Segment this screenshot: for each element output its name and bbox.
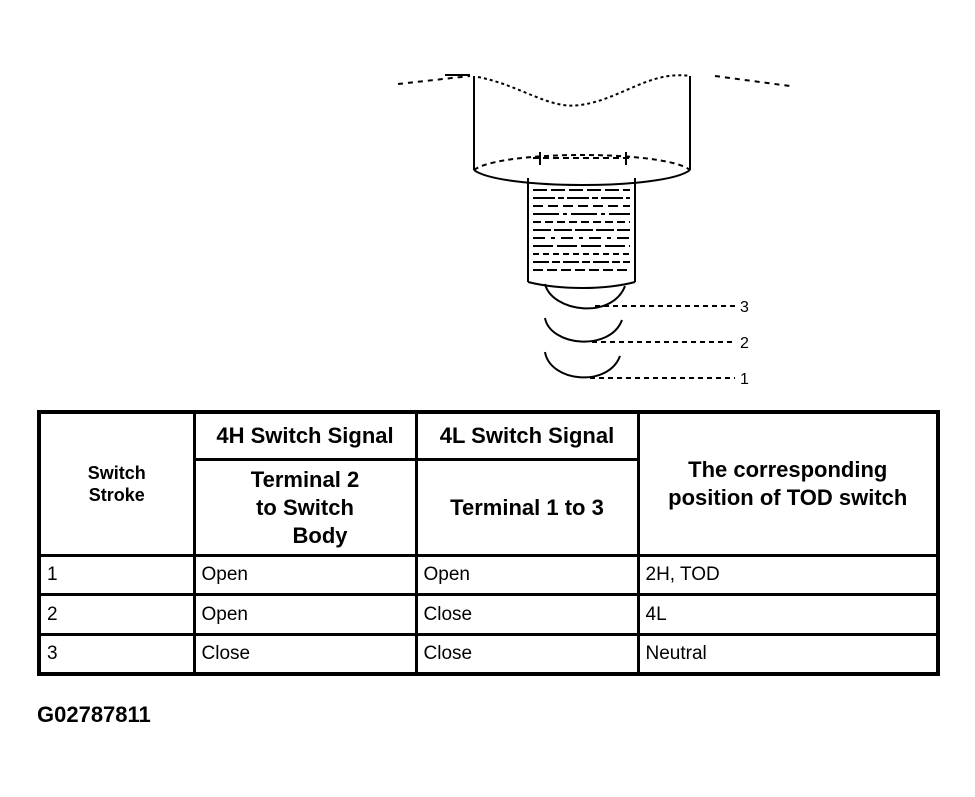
table-row: 3 Close Close Neutral	[37, 632, 940, 676]
header-4h-switch-signal: 4H Switch Signal	[192, 410, 418, 462]
plunger-position-2	[544, 317, 623, 343]
figure-id: G02787811	[37, 702, 151, 727]
row-2-tod: 4L	[636, 593, 940, 636]
row-1-4l: Open	[414, 554, 640, 597]
row-2-4h: Open	[192, 593, 418, 636]
row-3-stroke: 3	[37, 632, 196, 676]
housing-outline-right	[714, 75, 791, 87]
housing-bottom-ellipse-back	[473, 154, 691, 171]
row-1-4h: Open	[192, 554, 418, 597]
thread-lines	[533, 189, 630, 271]
row-1-tod: 2H, TOD	[636, 554, 940, 597]
header-terminal-2: Terminal 2 to Switch Body	[192, 458, 418, 558]
row-2-4l: Close	[414, 593, 640, 636]
row-3-tod: Neutral	[636, 632, 940, 676]
row-2-stroke: 2	[37, 593, 196, 636]
header-terminal-1-to-3: Terminal 1 to 3	[414, 458, 640, 558]
switch-diagram: 3 2 1	[397, 74, 791, 388]
header-switch-stroke: Switch Stroke	[37, 410, 196, 558]
housing-top-curve	[477, 74, 691, 107]
housing-bottom-ellipse-front	[473, 169, 691, 186]
plunger-position-1	[544, 351, 621, 379]
header-tod-position: The corresponding position of TOD switch	[636, 410, 940, 558]
table-row: 2 Open Close 4L	[37, 593, 940, 636]
row-1-stroke: 1	[37, 554, 196, 597]
header-4l-switch-signal: 4L Switch Signal	[414, 410, 640, 462]
plunger-position-3	[544, 283, 626, 310]
thread-bottom	[527, 281, 636, 289]
table-row: 1 Open Open 2H, TOD	[37, 554, 940, 597]
callout-3: 3	[740, 299, 749, 316]
row-3-4h: Close	[192, 632, 418, 676]
row-3-4l: Close	[414, 632, 640, 676]
housing-outline-left	[397, 75, 471, 85]
callout-1: 1	[740, 371, 749, 388]
callout-2: 2	[740, 335, 749, 352]
switch-signal-table: Switch Stroke 4H Switch Signal 4L Switch…	[37, 410, 940, 676]
